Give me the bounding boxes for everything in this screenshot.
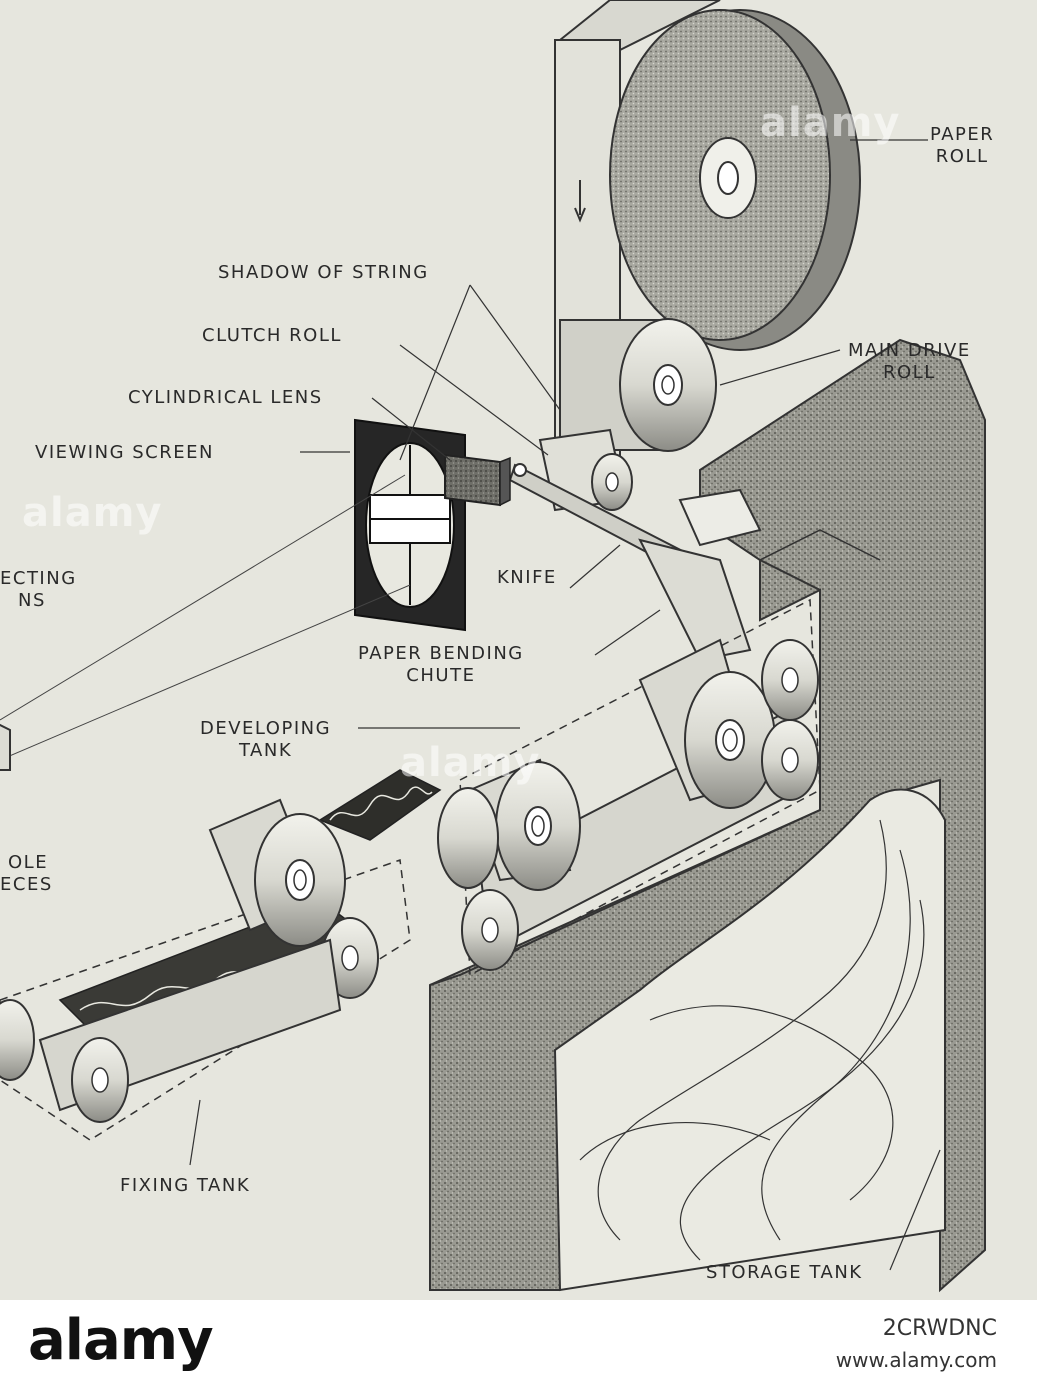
watermark-top: alamy	[760, 100, 901, 146]
label-main-drive-roll-line1: MAIN DRIVE	[848, 340, 971, 361]
knife-and-chute	[508, 463, 762, 662]
label-pole-pieces-line1: OLE	[8, 852, 49, 873]
label-projecting-lens-line2: NS	[18, 590, 46, 611]
diagram-figure: PAPER ROLL SHADOW OF STRING CLUTCH ROLL …	[0, 0, 994, 1293]
viewing-screen	[354, 418, 466, 632]
label-developing-tank: DEVELOPING TANK	[200, 718, 331, 762]
label-cylindrical-lens: CYLINDRICAL LENS	[128, 387, 323, 408]
label-viewing-screen: VIEWING SCREEN	[35, 442, 214, 463]
label-paper-bending-chute-line2: CHUTE	[406, 665, 476, 686]
label-paper-bending-chute: PAPER BENDING CHUTE	[358, 643, 524, 687]
label-pole-pieces-line2: ECES	[0, 874, 53, 895]
label-fixing-tank: FIXING TANK	[120, 1175, 251, 1196]
label-shadow-of-string: SHADOW OF STRING	[218, 262, 429, 283]
label-paper-roll-line2: ROLL	[935, 146, 989, 167]
housing-block	[429, 338, 986, 1293]
watermark-footer: alamy 2CRWDNC www.alamy.com	[0, 1300, 1037, 1390]
diagram-illustration	[0, 0, 986, 1293]
cylindrical-lens	[444, 453, 511, 507]
label-projecting-lens: ECTING NS	[0, 568, 77, 612]
developing-tank	[437, 598, 821, 977]
leader-lines	[189, 139, 941, 1271]
label-projecting-lens-line1: ECTING	[0, 568, 77, 589]
label-main-drive-roll: MAIN DRIVE ROLL	[848, 340, 971, 384]
label-pole-pieces: OLE ECES	[0, 852, 53, 896]
main-drive-roll	[559, 318, 717, 452]
watermark-center: alamy	[400, 740, 541, 786]
label-paper-bending-chute-line1: PAPER BENDING	[358, 643, 524, 664]
label-clutch-roll: CLUTCH ROLL	[202, 325, 342, 346]
label-paper-roll-line1: PAPER	[930, 124, 995, 145]
projection-rays	[0, 474, 411, 771]
label-paper-roll: PAPER ROLL	[930, 124, 994, 168]
footer-url: www.alamy.com	[835, 1348, 997, 1372]
footer-logo: alamy	[28, 1308, 214, 1373]
fixing-tank	[0, 798, 411, 1141]
label-storage-tank: STORAGE TANK	[706, 1262, 863, 1283]
watermark-left: alamy	[22, 490, 163, 536]
paper-roll	[554, 0, 861, 481]
label-developing-tank-line2: TANK	[238, 740, 293, 761]
label-main-drive-roll-line2: ROLL	[882, 362, 936, 383]
footer-image-id: 2CRWDNC	[882, 1316, 997, 1341]
label-knife: KNIFE	[497, 567, 557, 588]
label-developing-tank-line1: DEVELOPING	[200, 718, 332, 739]
